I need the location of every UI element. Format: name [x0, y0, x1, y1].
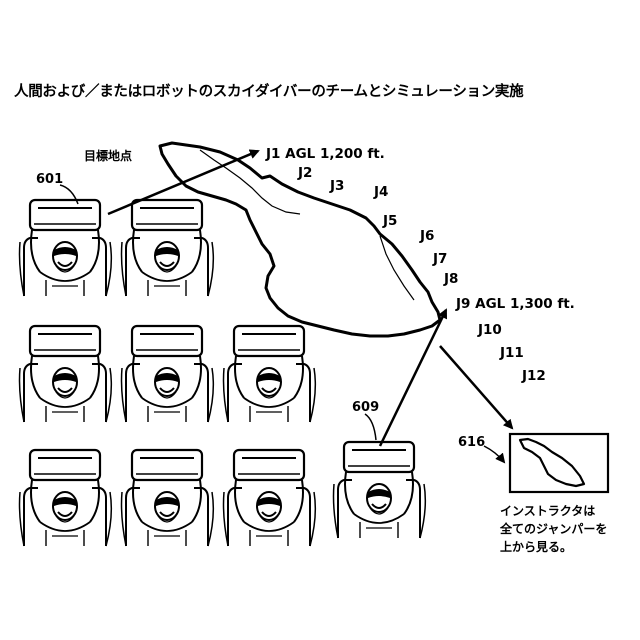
instructor-view-box [510, 434, 608, 492]
skydiver-602 [122, 200, 214, 296]
skydiver-601 [20, 200, 112, 296]
skydiver-607 [122, 450, 214, 546]
skydiver-603 [20, 326, 112, 422]
leader-616 [484, 446, 504, 462]
skydiver-605 [224, 326, 316, 422]
skydiver-609 [334, 442, 426, 538]
leader-609 [365, 414, 376, 440]
flight-track-detail [200, 150, 414, 300]
skydiver-606 [20, 450, 112, 546]
flight-track [160, 143, 440, 336]
arrow-to-view [440, 346, 512, 428]
skydiver-604 [122, 326, 214, 422]
skydiver-608 [224, 450, 316, 546]
